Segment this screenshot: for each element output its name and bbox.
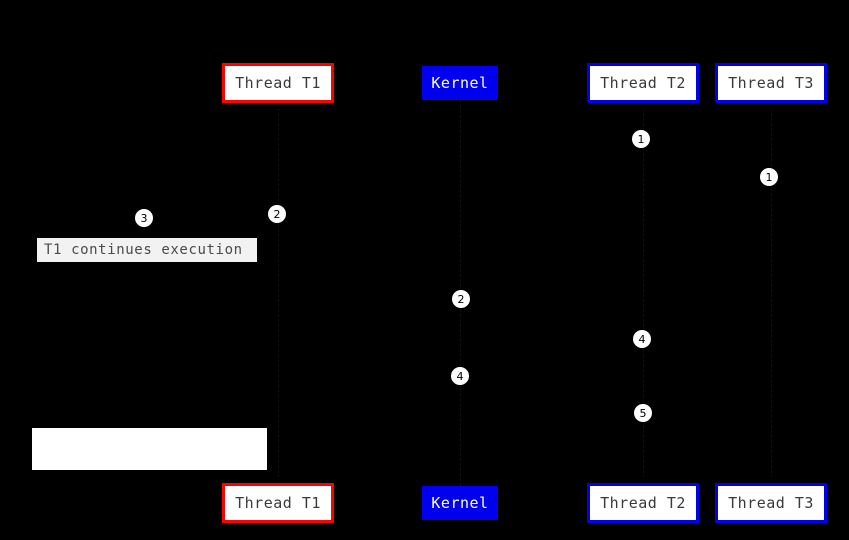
lifeline-t3 — [771, 103, 772, 483]
connector-stub — [642, 103, 644, 109]
bottom-t2b-label: Thread T2 — [600, 493, 686, 512]
note-continues: T1 continues execution — [36, 237, 258, 263]
top-t1[interactable]: Thread T1 — [222, 63, 334, 103]
bottom-t3b[interactable]: Thread T3 — [715, 483, 827, 523]
top-kernel[interactable]: Kernel — [422, 66, 498, 100]
bottom-kernelb[interactable]: Kernel — [422, 486, 498, 520]
connector-stub — [642, 477, 644, 483]
connector-stub — [277, 477, 279, 483]
top-t2-label: Thread T2 — [600, 73, 686, 92]
connector-stub — [770, 103, 772, 109]
bottom-t3b-label: Thread T3 — [728, 493, 814, 512]
step-marker-2: 2 — [452, 290, 470, 308]
step-marker-2: 2 — [268, 205, 286, 223]
step-marker-4: 4 — [451, 367, 469, 385]
bottom-kernelb-label: Kernel — [431, 493, 489, 512]
top-t3-label: Thread T3 — [728, 73, 814, 92]
connector-stub — [277, 103, 279, 109]
note-continues-text: T1 continues execution — [44, 242, 243, 258]
top-t2[interactable]: Thread T2 — [587, 63, 699, 103]
bottom-t1b-label: Thread T1 — [235, 493, 321, 512]
lifeline-t2 — [643, 103, 644, 483]
step-marker-4: 4 — [633, 330, 651, 348]
bottom-t2b[interactable]: Thread T2 — [587, 483, 699, 523]
connector-stub — [770, 477, 772, 483]
step-marker-5: 5 — [634, 404, 652, 422]
step-marker-1: 1 — [760, 168, 778, 186]
lifeline-t1 — [278, 103, 279, 483]
step-marker-1: 1 — [632, 130, 650, 148]
step-marker-3: 3 — [135, 209, 153, 227]
bottom-t1b[interactable]: Thread T1 — [222, 483, 334, 523]
top-kernel-label: Kernel — [431, 73, 489, 92]
top-t1-label: Thread T1 — [235, 73, 321, 92]
top-t3[interactable]: Thread T3 — [715, 63, 827, 103]
note-blank — [32, 428, 267, 470]
